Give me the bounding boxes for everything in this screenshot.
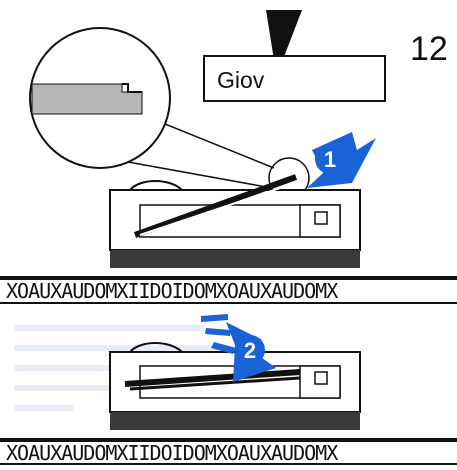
device-upper — [109, 174, 361, 268]
magnifier-inset — [29, 27, 310, 199]
device-lower — [109, 342, 361, 430]
strip-text-lower: XOAUXAUDOMXIIDOIDOMXOAUXAUDOMX — [6, 441, 338, 465]
text-strip-upper: XOAUXAUDOMXIIDOIDOMXOAUXAUDOMX — [0, 276, 457, 304]
name-label: Giov — [203, 55, 386, 102]
callout-2-number: 2 — [244, 338, 256, 363]
text-strip-lower: XOAUXAUDOMXIIDOIDOMXOAUXAUDOMX — [0, 438, 457, 465]
step-number: 12 — [410, 30, 448, 68]
name-label-text: Giov — [217, 67, 265, 93]
callout-2: 2 — [201, 314, 276, 382]
callout-1-number: 1 — [324, 147, 336, 172]
strip-text-upper: XOAUXAUDOMXIIDOIDOMXOAUXAUDOMX — [6, 279, 338, 303]
callout-1: 1 — [307, 132, 376, 188]
